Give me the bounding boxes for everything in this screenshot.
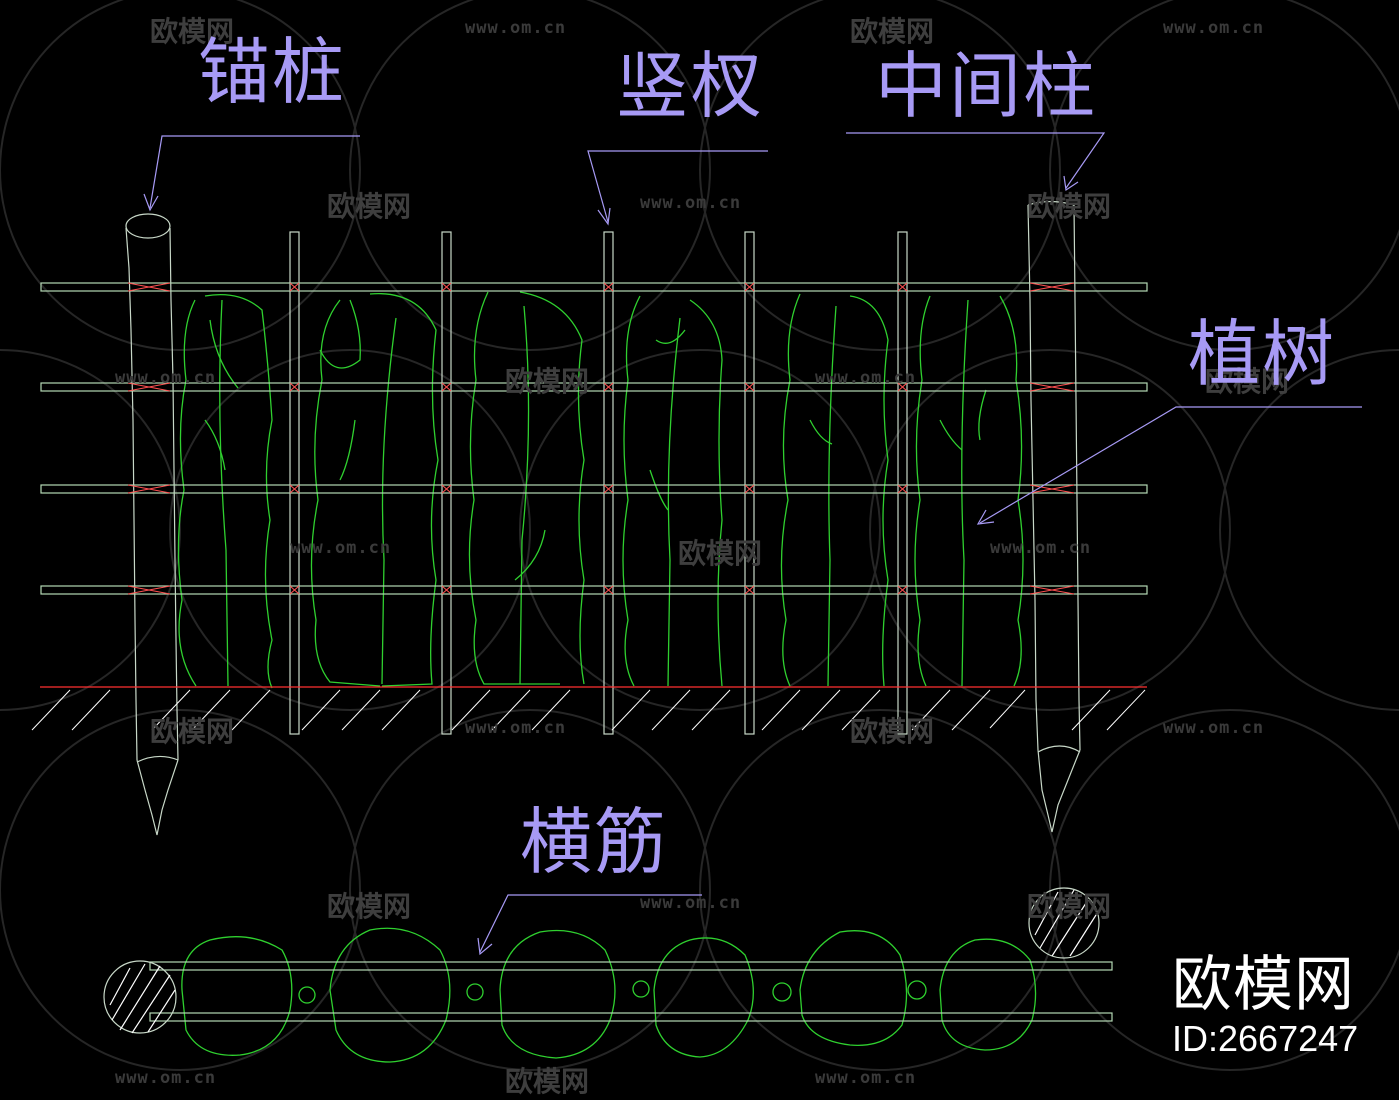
watermark-brand: 欧模网 bbox=[1027, 190, 1112, 223]
brand-stamp: 欧模网 ID:2667247 bbox=[1172, 955, 1362, 1057]
watermark-url: www.om.cn bbox=[115, 368, 217, 388]
watermark-url: www.om.cn bbox=[640, 193, 742, 213]
watermark-url: www.om.cn bbox=[815, 368, 917, 388]
watermark-brand: 欧模网 bbox=[505, 365, 590, 398]
watermark-url: www.om.cn bbox=[990, 538, 1092, 558]
watermark-url: www.om.cn bbox=[1163, 718, 1265, 738]
watermark-url: www.om.cn bbox=[290, 538, 392, 558]
watermark-circles bbox=[0, 0, 1399, 1071]
label-horizontal-bar: 横筋 bbox=[520, 800, 669, 884]
vertical-stakes bbox=[289, 231, 908, 735]
label-anchor-pile: 锚桩 bbox=[198, 30, 347, 114]
plan-tree-outlines bbox=[181, 927, 1037, 1063]
ground-hatching bbox=[31, 689, 1146, 731]
watermark-brand: 欧模网 bbox=[327, 890, 412, 923]
middle-post-right bbox=[1027, 200, 1081, 833]
watermark-brand: 欧模网 bbox=[850, 715, 935, 748]
plan-view bbox=[103, 887, 1113, 1063]
watermark-brand: 欧模网 bbox=[678, 537, 763, 570]
plan-bars bbox=[149, 961, 1113, 1022]
rail-ties bbox=[127, 282, 1075, 595]
label-middle-post: 中间柱 bbox=[875, 44, 1098, 128]
watermark-brand: 欧模网 bbox=[505, 1065, 590, 1098]
brand-name: 欧模网 bbox=[1172, 950, 1355, 1020]
watermark-url: www.om.cn bbox=[815, 1068, 917, 1088]
watermark-brand: 欧模网 bbox=[1027, 890, 1112, 923]
label-vertical-stake: 竖杈 bbox=[616, 44, 765, 128]
horizontal-rails bbox=[40, 282, 1148, 595]
watermark-brand: 欧模网 bbox=[1205, 365, 1290, 398]
watermark-url: www.om.cn bbox=[465, 718, 567, 738]
planted-tree-strips bbox=[177, 291, 1024, 689]
watermark-url: www.om.cn bbox=[465, 18, 567, 38]
watermark-brand: 欧模网 bbox=[150, 15, 235, 48]
label-planting: 植树 bbox=[1188, 312, 1337, 396]
plan-middle-post bbox=[1028, 887, 1100, 959]
watermark-brand: 欧模网 bbox=[150, 715, 235, 748]
watermark-url: www.om.cn bbox=[115, 1068, 217, 1088]
watermark-brand: 欧模网 bbox=[327, 190, 412, 223]
watermark-url: www.om.cn bbox=[1163, 18, 1265, 38]
leader-lines bbox=[143, 132, 1362, 956]
watermark-brand: 欧模网 bbox=[850, 15, 935, 48]
brand-id: ID:2667247 bbox=[1172, 1018, 1359, 1059]
plan-anchor-pile bbox=[103, 960, 177, 1034]
watermark-url: www.om.cn bbox=[640, 893, 742, 913]
